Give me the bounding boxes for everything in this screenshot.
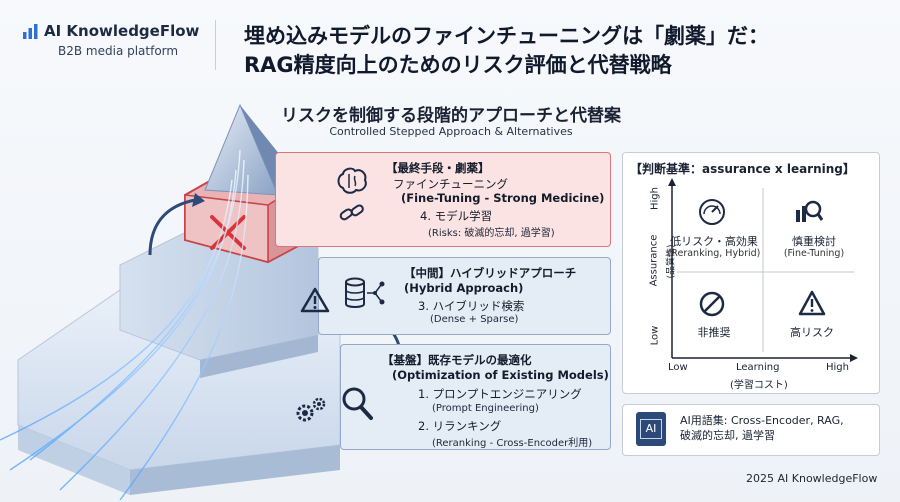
tier-bottom-item1-en: (Prompt Engineering) xyxy=(432,403,539,414)
y-axis-label: Assurance xyxy=(648,234,660,287)
tier-top-name-en: (Fine-Tuning - Strong Medicine) xyxy=(401,191,605,205)
quadrant-top-right-sub: (Fine-Tuning) xyxy=(783,248,845,259)
tier-middle-note: (Dense + Sparse) xyxy=(430,314,519,325)
glossary-badge: AI xyxy=(640,419,662,439)
footer-copyright: 2025 AI KnowledgeFlow xyxy=(746,472,878,485)
brain-icon xyxy=(335,166,369,200)
gears-icon xyxy=(293,395,329,431)
tier-middle-item: 3. ハイブリッド検索 xyxy=(418,299,525,313)
y-high-label: High xyxy=(649,187,661,210)
glossary-line2: 破滅的忘却, 過学習 xyxy=(680,429,775,442)
brand-name: AI KnowledgeFlow xyxy=(44,22,200,40)
tier-top-name-jp: ファインチューニング xyxy=(393,177,508,191)
tier-top-panel xyxy=(275,152,611,247)
x-axis-label: Learning xyxy=(736,362,780,373)
magnifier-chart-icon xyxy=(794,198,824,230)
chain-link-icon xyxy=(338,202,366,228)
tier-top-note: (Risks: 破滅的忘却, 過学習) xyxy=(428,228,555,239)
tier-middle-panel xyxy=(318,257,611,335)
tier-bottom-name-en: (Optimization of Existing Models) xyxy=(392,368,609,382)
gauge-icon xyxy=(698,198,726,230)
tier-bottom-item2: 2. リランキング xyxy=(418,419,502,433)
matrix-axes xyxy=(668,178,858,362)
x-axis-label-jp: (学習コスト) xyxy=(730,380,788,391)
database-network-icon xyxy=(343,276,387,316)
tier-middle-header: 【中間】ハイブリッドアプローチ xyxy=(404,266,577,280)
glossary-book-icon: AI xyxy=(636,412,666,446)
tier-middle-name-en: (Hybrid Approach) xyxy=(404,281,524,295)
x-high-label: High xyxy=(826,362,849,373)
matrix-title: 【判断基準：assurance x learning】 xyxy=(630,162,855,176)
section-title-en: Controlled Stepped Approach & Alternativ… xyxy=(329,125,573,138)
brand-logo-icon xyxy=(23,24,38,39)
magnifier-icon xyxy=(340,385,374,425)
glossary-text: AI用語集: Cross-Encoder, RAG, 破滅的忘却, 過学習 xyxy=(680,413,844,443)
decision-matrix-box xyxy=(622,152,880,394)
quadrant-top-left-label: 低リスク・高効果 xyxy=(670,235,758,248)
tier-bottom-header: 【基盤】既存モデルの最適化 xyxy=(382,353,532,367)
tier-top-item: 4. モデル学習 xyxy=(420,209,493,223)
quadrant-bottom-right-label: 高リスク xyxy=(790,326,834,339)
page-title-line2: RAG精度向上のためのリスク評価と代替戦略 xyxy=(244,53,672,77)
glossary-line1: AI用語集: Cross-Encoder, RAG, xyxy=(680,414,844,427)
warning-icon xyxy=(798,290,826,320)
quadrant-top-left-sub: (Reranking, Hybrid) xyxy=(667,248,761,259)
light-stream xyxy=(0,149,249,501)
quadrant-bottom-left-label: 非推奨 xyxy=(697,326,731,339)
x-low-label: Low xyxy=(668,362,688,373)
prohibited-icon xyxy=(698,290,726,322)
tier-bottom-item1: 1. プロンプトエンジニアリング xyxy=(418,387,582,401)
warning-icon xyxy=(300,287,330,317)
tier-bottom-item2-en: (Reranking - Cross-Encoder利用) xyxy=(432,438,593,449)
quadrant-top-right-label: 慎重検討 xyxy=(792,235,836,248)
header-divider xyxy=(215,20,216,70)
y-low-label: Low xyxy=(649,325,661,346)
tier-top-header: 【最終手段・劇薬】 xyxy=(386,161,490,175)
tier-bottom-panel xyxy=(340,344,611,450)
brand-tagline: B2B media platform xyxy=(58,44,179,58)
page-title-line1: 埋め込みモデルのファインチューニングは「劇薬」だ： xyxy=(244,24,769,48)
section-title-jp: リスクを制御する段階的アプローチと代替案 xyxy=(281,106,621,126)
